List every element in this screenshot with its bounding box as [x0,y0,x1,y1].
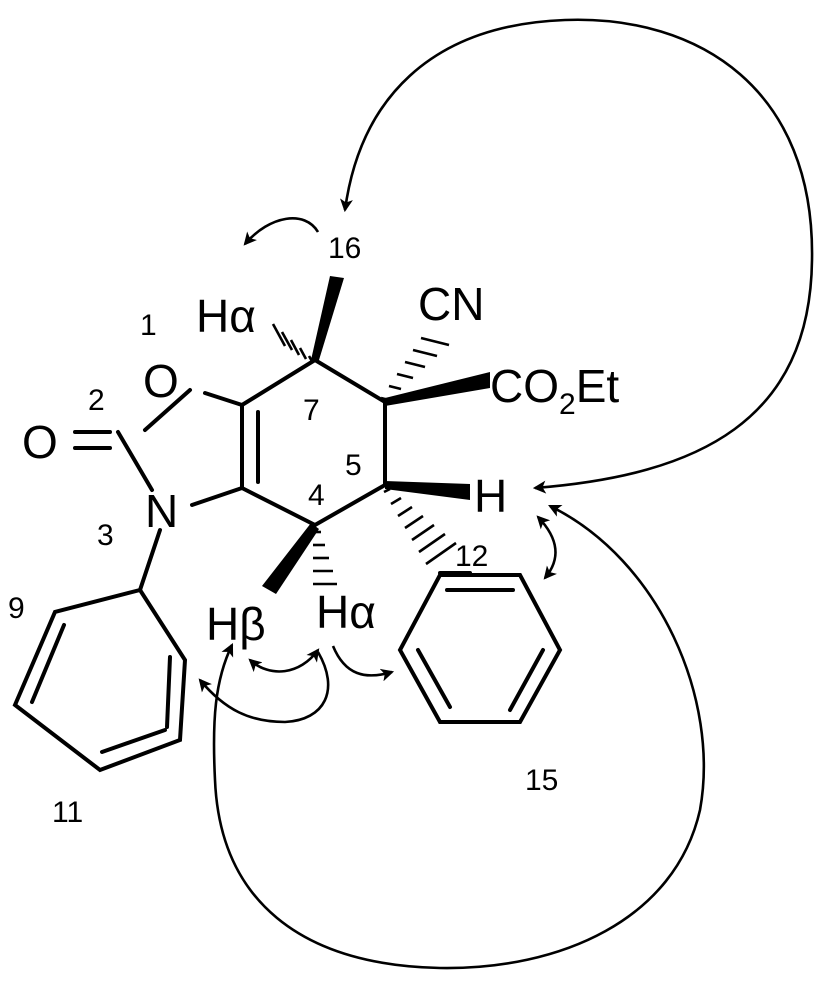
bond-c5-c4 [313,483,387,527]
hash-c5-c12 [383,487,457,566]
position-5: 5 [345,449,362,482]
noe-arrow-hbeta-halpha [248,648,320,673]
benzyl-inner-2 [508,648,545,712]
noe-arrow-halpha-bn [331,645,395,682]
benzyl-inner-3 [416,648,452,709]
benzyl-phenyl-ring [397,573,563,724]
atom-h12-alpha: Hα [316,586,376,638]
atom-n3: N [145,485,178,537]
position-15: 15 [525,764,558,797]
position-2: 2 [88,384,105,417]
noe-arrow-halpha-nph [198,651,330,724]
bond-c4-c3a [240,486,317,527]
noe-arrows [198,18,814,970]
oxazolone-ring [73,388,260,507]
noe-arrow-h5-hbeta [212,504,706,970]
position-7: 7 [303,394,320,427]
position-9: 9 [8,592,25,625]
position-11: 11 [52,796,83,829]
noe-arrow-h5-c16 [340,18,814,494]
n-phenyl-ring [12,587,188,773]
bond-c7-c6 [313,358,387,404]
noe-arrow-c16-h7 [243,217,320,246]
atom-h4-beta: Hβ [206,598,266,650]
atom-cn: CN [418,278,484,330]
bond-c2-n3 [116,430,154,492]
atom-o1: O [143,355,179,407]
wedge-c4-hbeta [262,523,319,594]
atom-h7-alpha: Hα [196,290,256,342]
n-phenyl-inner-1 [165,655,172,729]
bond-o1-c7a [203,391,244,407]
position-12: 12 [455,540,488,573]
position-1: 1 [140,309,157,342]
hash-c7-h7 [271,323,315,364]
atom-h5: H [474,470,507,522]
atom-co2et: CO2Et [490,360,619,421]
n-phenyl-hexagon [12,587,188,773]
bond-n3-ph [138,528,162,592]
noe-arrow-h5-c15 [536,515,557,580]
position-3: 3 [97,519,114,552]
bond-n3-c3a [190,486,244,507]
n-phenyl-inner-2 [100,728,167,754]
bond-o1-c2 [143,388,192,432]
hash-c4-halpha [313,530,337,586]
wedge-c7-c16 [311,276,344,360]
wedge-c5-h [385,481,470,500]
bond-c7a-c7 [240,358,317,407]
n-phenyl-inner-3 [30,623,66,704]
position-16: 16 [328,232,361,265]
position-4: 4 [308,479,325,512]
benzyl-phenyl-hexagon [397,573,563,724]
atom-o-carbonyl: O [22,416,58,468]
